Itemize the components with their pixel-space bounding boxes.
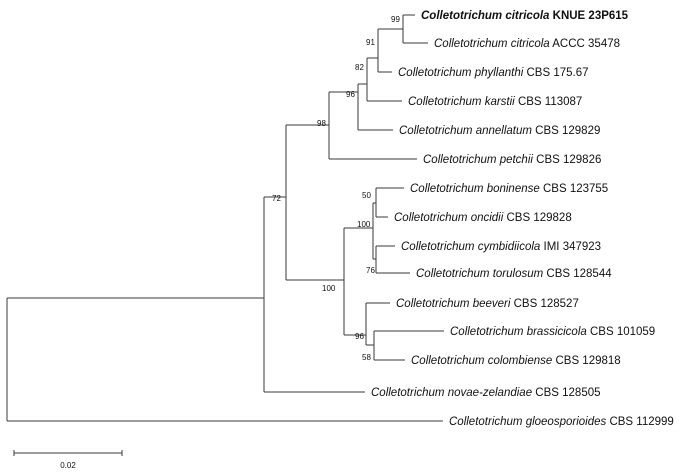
taxon-label: Colletotrichum citricola KNUE 23P615 [421, 10, 629, 22]
support-value: 98 [317, 119, 326, 128]
support-value: 96 [355, 332, 364, 341]
support-value: 99 [391, 15, 400, 24]
scale-bar: 0.02 [13, 450, 123, 470]
tree-branches [6, 14, 444, 422]
taxon-label: Colletotrichum boninense CBS 123755 [410, 183, 608, 195]
taxon-label: Colletotrichum torulosum CBS 128544 [416, 268, 612, 280]
support-value: 96 [346, 90, 355, 99]
taxon-label: Colletotrichum colombiense CBS 129818 [411, 355, 621, 367]
taxon-label: Colletotrichum cymbidiicola IMI 347923 [401, 241, 601, 253]
taxon-label: Colletotrichum annellatum CBS 129829 [399, 125, 600, 137]
support-value: 100 [357, 220, 371, 229]
support-value: 82 [355, 63, 364, 72]
taxon-labels: Colletotrichum citricola KNUE 23P615 Col… [371, 10, 674, 428]
taxon-label: Colletotrichum brassicicola CBS 101059 [450, 326, 655, 338]
support-value: 72 [272, 194, 281, 203]
support-values: 99 91 82 96 98 50 100 76 100 96 58 72 [272, 15, 400, 362]
scale-bar-label: 0.02 [60, 461, 76, 470]
support-value: 50 [362, 191, 371, 200]
taxon-label: Colletotrichum oncidii CBS 129828 [394, 212, 572, 224]
support-value: 58 [362, 353, 371, 362]
taxon-label: Colletotrichum gloeosporioides CBS 11299… [449, 416, 674, 428]
taxon-label: Colletotrichum novae-zelandiae CBS 12850… [371, 387, 601, 399]
support-value: 91 [366, 38, 375, 47]
support-value: 100 [322, 284, 336, 293]
support-value: 76 [366, 266, 375, 275]
taxon-label: Colletotrichum citricola ACCC 35478 [434, 38, 620, 50]
taxon-label: Colletotrichum phyllanthi CBS 175.67 [398, 67, 589, 79]
taxon-label: Colletotrichum karstii CBS 113087 [408, 96, 582, 108]
taxon-label: Colletotrichum beeveri CBS 128527 [396, 298, 579, 310]
taxon-label: Colletotrichum petchii CBS 129826 [423, 154, 601, 166]
